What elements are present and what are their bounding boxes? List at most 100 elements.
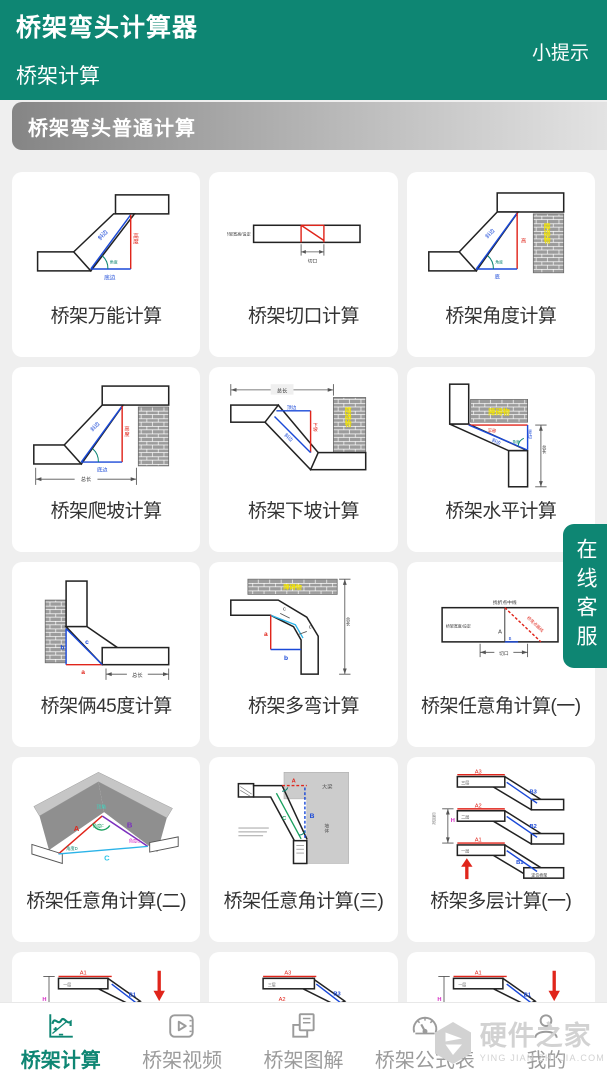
partial-diagram-2: A3 三层 B3 A2: [262, 971, 347, 1006]
a1-label: A1: [80, 971, 87, 977]
card-title: 桥架俩45度计算: [40, 696, 173, 717]
app-header: 桥架弯头计算器 小提示 桥架计算: [0, 0, 607, 100]
base-label: 底边: [104, 273, 116, 281]
card-cut-calc[interactable]: 桥架宽高/设定 切口 桥架切口计算: [209, 172, 398, 357]
app-title: 桥架弯头计算器: [16, 14, 199, 42]
a1-label: A1: [475, 971, 482, 977]
angle-d-label: 角度D: [66, 845, 78, 852]
card-title: 桥架任意角计算(一): [420, 696, 581, 717]
anyangle2-diagram: A B C 顶角 角度D 角度F 角度E: [31, 772, 179, 865]
partial-diagram-1: H A1 一层 B1: [43, 971, 166, 1006]
card-multibend-calc[interactable]: 障碍物 a b c c 总长 桥架多弯计算: [209, 562, 398, 747]
tips-button[interactable]: 小提示: [531, 43, 589, 64]
partial-diagram-3: H A1 一层 B1: [437, 971, 560, 1006]
nav-item-diagram[interactable]: 桥架图解: [243, 1003, 364, 1080]
anyangle3-diagram: 大梁 墙体 A B C: [238, 771, 350, 865]
base-label: 底: [494, 272, 499, 280]
h-label: H: [437, 997, 441, 1003]
a-label: A: [498, 629, 502, 635]
page-subtitle: 桥架计算: [16, 65, 100, 88]
nav-item-formula[interactable]: 桥架公式表: [364, 1003, 485, 1080]
b-label: b: [284, 655, 288, 662]
horizontal-diagram: 障碍物 平移 斜边 竖边 角度 总长: [448, 383, 547, 488]
h-label: H: [43, 997, 47, 1003]
diagram-doc-icon: [291, 1012, 315, 1038]
video-icon: [169, 1013, 194, 1038]
anyangle1-diagram: 找折点中线 桥架宽度/设定 A 桥弯点画线 B 切口: [441, 599, 559, 657]
total-label: 总长: [346, 616, 352, 627]
a-label: A: [292, 779, 296, 785]
b-label: B: [508, 636, 511, 641]
cut-diagram: 桥架宽高/设定 切口: [227, 224, 362, 264]
a2-label: A2: [475, 803, 482, 809]
b3-label: B3: [334, 991, 341, 997]
nav-item-video[interactable]: 桥架视频: [121, 1003, 242, 1080]
total-label: 总长: [541, 444, 547, 455]
beam-label: 大梁: [322, 782, 333, 790]
b1-label: B1: [524, 992, 531, 998]
total-label: 总长: [132, 671, 143, 679]
card-anyangle3-calc[interactable]: 大梁 墙体 A B C 桥架任意角计算(三): [209, 757, 398, 942]
nav-label: 桥架计算: [20, 1049, 101, 1072]
nav-label: 桥架公式表: [374, 1049, 475, 1072]
hyp-label: 斜边: [283, 432, 295, 444]
angle-f-label: 角度F: [93, 822, 105, 829]
layer3-label: 三层: [268, 982, 276, 987]
online-service-button[interactable]: 在线客服: [563, 524, 607, 668]
nav-label: 我的: [526, 1049, 567, 1072]
card-title: 桥架多层计算(一): [430, 891, 572, 912]
section-banner-label: 桥架弯头普通计算: [28, 117, 196, 140]
climb-diagram: 斜边 高度 底边 总长: [33, 385, 170, 485]
card-angle-calc[interactable]: 障碍物 斜边 高 底 角度 桥架角度计算: [406, 172, 595, 357]
obstacle-label: 障碍物: [284, 584, 302, 592]
c1-label: c: [284, 607, 287, 613]
nav-label: 桥架图解: [263, 1049, 344, 1072]
obstacle-label: 障碍物: [542, 222, 550, 244]
multilayer1-diagram: A3 三层 B3 A2 二层 B2 A1: [432, 769, 565, 880]
calc-chart-icon: [49, 1013, 73, 1038]
c-label: C: [104, 854, 110, 863]
a2-label: A2: [279, 997, 286, 1003]
b1-label: B1: [129, 992, 136, 998]
layer1-label: 一层: [461, 849, 469, 854]
obstacle-label: 障碍物: [344, 406, 352, 428]
calculator-grid: 斜边 高度 底边 角度 桥架万能计算 桥架宽高/设定 切口 桥架切口计算: [12, 172, 595, 1080]
online-service-label: 在线客服: [574, 538, 597, 654]
a1-label: A1: [475, 838, 482, 844]
card-title: 桥架任意角计算(二): [26, 891, 186, 912]
angle-label: 角度: [512, 439, 520, 444]
h-label: H: [451, 818, 455, 824]
nav-item-mine[interactable]: 我的: [486, 1003, 607, 1080]
vert-label: 竖边: [527, 429, 533, 440]
anchor-label: 定位桥架: [531, 872, 547, 877]
height-label: 高: [521, 236, 526, 244]
multibend-diagram: 障碍物 a b c c 总长: [230, 578, 352, 675]
card-title: 桥架多弯计算: [247, 696, 360, 717]
nav-item-calc[interactable]: 桥架计算: [0, 1003, 121, 1080]
card-anyangle2-calc[interactable]: A B C 顶角 角度D 角度F 角度E 桥架任意角计算(二): [12, 757, 201, 942]
card-title: 桥架下坡计算: [247, 501, 360, 522]
b-label: B: [127, 820, 133, 829]
two45-diagram: b a c 总长: [44, 580, 170, 680]
b1-label: B1: [516, 860, 523, 866]
section-banner: 桥架弯头普通计算: [12, 102, 607, 150]
spec-label: 桥架宽度/设定: [446, 624, 471, 629]
total-label: 总长: [277, 387, 288, 395]
card-universal-calc[interactable]: 斜边 高度 底边 角度 桥架万能计算: [12, 172, 201, 357]
user-icon: [534, 1013, 559, 1038]
total-label: 总长: [81, 475, 92, 483]
card-title: 桥架爬坡计算: [50, 501, 163, 522]
card-title: 桥架任意角计算(三): [223, 891, 384, 912]
b3-label: B3: [529, 790, 536, 796]
a3-label: A3: [285, 971, 292, 977]
card-climb-calc[interactable]: 斜边 高度 底边 总长 桥架爬坡计算: [12, 367, 201, 552]
card-title: 桥架角度计算: [445, 306, 557, 327]
bottom-nav: 桥架计算 桥架视频 桥架图解: [0, 1002, 607, 1080]
nav-label: 桥架视频: [142, 1049, 223, 1072]
card-horizontal-calc[interactable]: 障碍物 平移 斜边 竖边 角度 总长 桥架水平计算: [406, 367, 595, 552]
card-downhill-calc[interactable]: 总长 障碍物 顶边 下坡 斜边 桥架下坡计算: [209, 367, 398, 552]
downhill-diagram: 总长 障碍物 顶边 下坡 斜边: [230, 384, 367, 472]
card-two45-calc[interactable]: b a c 总长 桥架俩45度计算: [12, 562, 201, 747]
card-multilayer1-calc[interactable]: A3 三层 B3 A2 二层 B2 A1: [406, 757, 595, 942]
base-label: 底边: [97, 466, 108, 474]
